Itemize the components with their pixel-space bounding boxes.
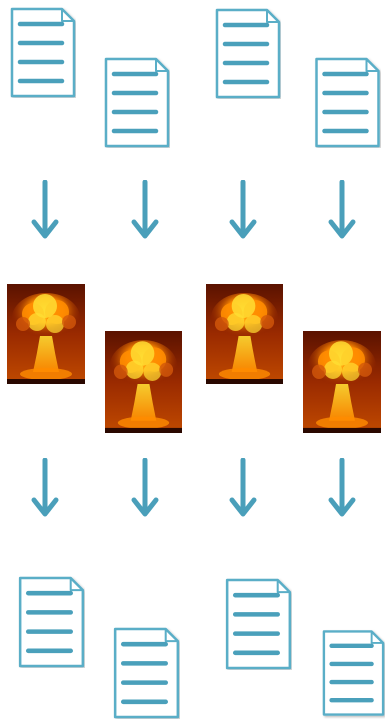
source-document-icon-1: [10, 7, 76, 98]
explosion-image-3: [206, 284, 283, 384]
result-document-icon-1: [18, 576, 85, 668]
result-document-icon-4: [322, 627, 385, 719]
arrow-down-icon-7: [229, 458, 257, 520]
explosion-image-4: [303, 331, 381, 433]
arrow-down-icon-8: [328, 458, 356, 520]
arrow-down-icon-2: [131, 180, 159, 242]
explosion-image-1: [7, 284, 85, 384]
arrow-down-icon-4: [328, 180, 356, 242]
result-document-icon-2: [113, 627, 180, 719]
explosion-image-2: [105, 331, 182, 433]
source-document-icon-3: [215, 8, 281, 99]
arrow-down-icon-6: [131, 458, 159, 520]
arrow-down-icon-1: [31, 180, 59, 242]
arrow-down-icon-5: [31, 458, 59, 520]
result-document-icon-3: [225, 578, 292, 670]
arrow-down-icon-3: [229, 180, 257, 242]
source-document-icon-2: [104, 57, 170, 148]
source-document-icon-4: [314, 57, 381, 148]
